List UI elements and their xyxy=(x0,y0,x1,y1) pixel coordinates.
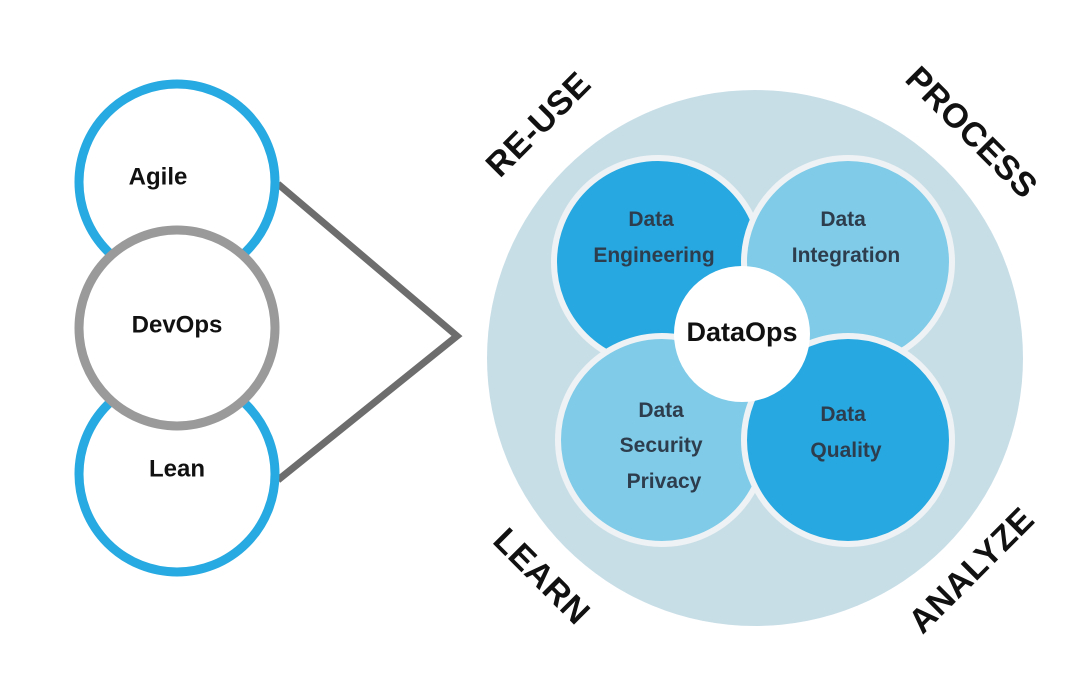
devops-ring xyxy=(74,225,280,431)
petal-label-line: Security xyxy=(620,434,703,457)
petal-label-line: Data xyxy=(628,208,674,231)
agile-label: Agile xyxy=(129,163,188,190)
dataops-center-circle xyxy=(674,266,810,402)
petal-label-line: Privacy xyxy=(627,470,702,493)
petal-label-integration: Data Integration xyxy=(792,208,901,267)
dataops-center-label: DataOps xyxy=(686,317,797,347)
methodology-stack: Agile DevOps Lean xyxy=(74,79,280,577)
lean-label: Lean xyxy=(149,455,205,482)
petal-label-line: Data xyxy=(820,403,866,426)
dataops-cluster: DataOps Data Engineering Data Integratio… xyxy=(479,59,1045,641)
petal-label-quality: Data Quality xyxy=(810,403,882,462)
petal-data-quality xyxy=(741,333,955,547)
petal-label-line: Integration xyxy=(792,244,901,267)
petal-label-line: Engineering xyxy=(593,244,714,267)
petal-label-line: Quality xyxy=(810,439,882,462)
petal-label-security-privacy: Data Security Privacy xyxy=(620,399,709,493)
petal-label-engineering: Data Engineering xyxy=(593,208,714,267)
devops-label: DevOps xyxy=(132,311,223,338)
petal-label-line: Data xyxy=(638,399,684,422)
connector-lines xyxy=(275,181,463,483)
petal-label-line: Data xyxy=(820,208,866,231)
